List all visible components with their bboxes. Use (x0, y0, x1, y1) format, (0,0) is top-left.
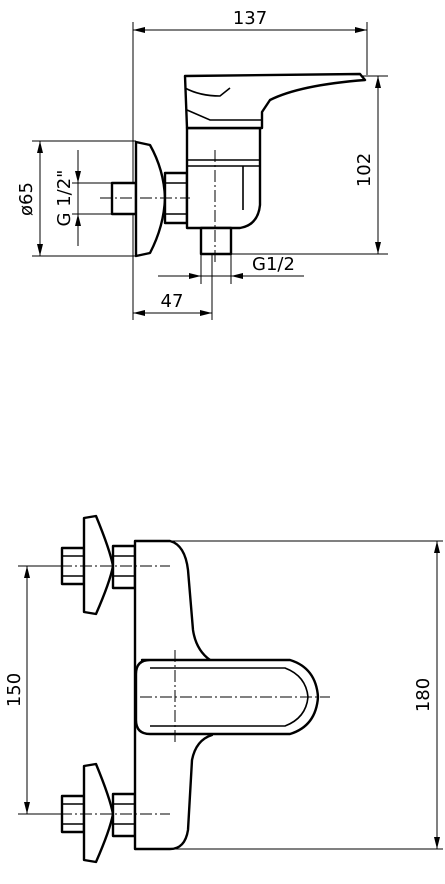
dim-flange-diameter-label: ø65 (16, 182, 37, 216)
lever-handle (183, 72, 367, 130)
dim-offset-label: 47 (161, 291, 184, 312)
dim-outlet-thread-label: G1/2 (252, 254, 295, 275)
dim-line-flange-diameter (37, 141, 43, 256)
wall-flange (82, 762, 115, 864)
dim-inlet-thread-label: G 1/2" (54, 170, 75, 227)
dim-line-inlet-thread (75, 150, 81, 246)
side-view-part (110, 72, 367, 258)
upper-inlet (60, 514, 137, 616)
dim-line-offset (133, 310, 212, 316)
outlet-spout (199, 226, 233, 256)
front-view: 150 180 (4, 514, 443, 864)
dim-line-width (133, 27, 367, 33)
wall-flange (82, 514, 115, 616)
dim-line-total-height (434, 541, 440, 849)
dim-inlet-spacing-label: 150 (4, 673, 25, 707)
dim-line-outlet-thread (158, 273, 304, 279)
dim-line-inlet-spacing (24, 566, 30, 814)
wall-flange (134, 140, 167, 258)
dim-width-label: 137 (233, 8, 267, 29)
dim-height-label: 102 (354, 153, 375, 187)
mixer-body (185, 126, 262, 230)
connector-nut (111, 544, 137, 590)
connector-nut (111, 792, 137, 838)
side-view: 137 102 ø65 G 1/2" (16, 8, 388, 320)
dim-total-height-label: 180 (413, 678, 434, 712)
dim-line-height (375, 76, 381, 254)
lower-inlet (60, 762, 137, 864)
